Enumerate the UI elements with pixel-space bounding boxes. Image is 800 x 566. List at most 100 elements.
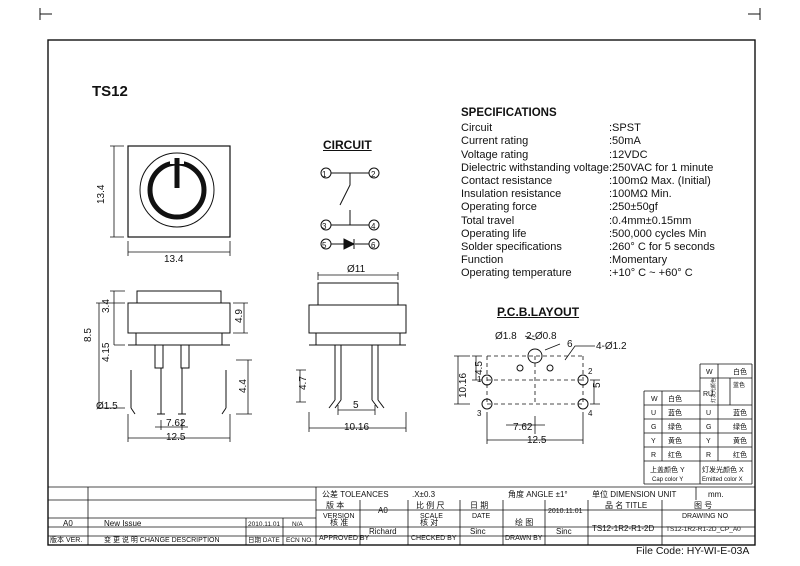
circuit-led xyxy=(343,238,356,250)
svg-text:Sinc: Sinc xyxy=(470,527,486,536)
svg-text:ECN NO.: ECN NO. xyxy=(286,537,313,544)
dim-front-1016: 10.16 xyxy=(344,422,369,433)
top-view-body xyxy=(127,145,231,238)
spec-key: Operating force xyxy=(461,201,537,214)
dim-pcb-208: 2-Ø0.8 xyxy=(526,331,557,342)
svg-text:mm.: mm. xyxy=(708,490,724,499)
svg-text:.X±0.3: .X±0.3 xyxy=(412,490,436,499)
svg-text:2010.11.01: 2010.11.01 xyxy=(548,508,583,515)
svg-text:蓝色: 蓝色 xyxy=(668,408,682,417)
svg-text:核 对: 核 对 xyxy=(420,517,438,527)
specifications-heading: SPECIFICATIONS xyxy=(461,107,557,119)
side-cap xyxy=(136,290,222,304)
svg-text:R: R xyxy=(651,452,656,459)
spec-key: Circuit xyxy=(461,122,493,135)
spec-key: Current rating xyxy=(461,135,529,148)
svg-text:R: R xyxy=(706,452,711,459)
svg-text:Sinc: Sinc xyxy=(556,527,572,536)
front-body xyxy=(308,304,407,334)
spec-value: :Momentary xyxy=(609,254,668,267)
side-body xyxy=(127,302,231,334)
svg-text:版 本: 版 本 xyxy=(326,500,344,510)
svg-text:日期 DATE: 日期 DATE xyxy=(248,536,280,544)
svg-text:2: 2 xyxy=(371,170,376,179)
svg-text:3: 3 xyxy=(322,222,327,231)
svg-text:TS12-1R2-R1-2D_CP_A0: TS12-1R2-R1-2D_CP_A0 xyxy=(666,526,741,533)
spec-value: :50mA xyxy=(609,135,641,148)
svg-text:TS12-1R2-R1-2D: TS12-1R2-R1-2D xyxy=(592,524,654,533)
spec-value: :250±50gf xyxy=(609,201,658,214)
dim-pcb-762: 7.62 xyxy=(513,422,533,433)
svg-text:核 准: 核 准 xyxy=(330,517,348,527)
spec-value: :500,000 cycles Min xyxy=(609,227,707,240)
svg-text:图 号: 图 号 xyxy=(694,501,712,510)
spec-key: Function xyxy=(461,254,504,267)
spec-row: Contact resistance :100mΩ Max. (Initial) xyxy=(461,175,715,188)
svg-text:APPROVED BY: APPROVED BY xyxy=(319,535,370,542)
dim-front-5: 5 xyxy=(353,400,359,411)
svg-text:5: 5 xyxy=(322,241,327,250)
svg-text:比 例 尺: 比 例 尺 xyxy=(416,500,444,510)
svg-text:4: 4 xyxy=(371,222,376,231)
pcb-grid xyxy=(486,355,584,405)
svg-text:RU: RU xyxy=(703,391,713,398)
spec-value: :0.4mm±0.15mm xyxy=(609,214,692,227)
svg-text:2010.11.01: 2010.11.01 xyxy=(248,521,280,528)
svg-text:4: 4 xyxy=(588,409,593,418)
front-dims xyxy=(296,272,407,432)
svg-text:VERSION: VERSION xyxy=(323,513,355,520)
svg-text:DRAWN BY: DRAWN BY xyxy=(505,535,543,542)
svg-text:公差 TOLEANCES: 公差 TOLEANCES xyxy=(322,489,389,499)
pcb-center-hole xyxy=(527,348,543,364)
svg-text:U: U xyxy=(706,410,711,417)
spec-row: Circuit:SPST xyxy=(461,122,715,135)
dim-pcb-1016: 10.16 xyxy=(458,373,469,398)
spec-row: Function :Momentary xyxy=(461,254,715,267)
svg-text:1: 1 xyxy=(477,375,482,384)
svg-text:CHECKED BY: CHECKED BY xyxy=(411,535,457,542)
dim-pcb-45: 4.5 xyxy=(474,361,485,375)
svg-text:红色: 红色 xyxy=(733,450,747,459)
spec-key: Contact resistance xyxy=(461,175,553,188)
top-view-dims xyxy=(110,145,231,256)
svg-text:A0: A0 xyxy=(378,506,388,515)
svg-text:W: W xyxy=(651,396,658,403)
svg-text:黄色: 黄色 xyxy=(668,436,682,445)
spec-row: Dielectric withstanding voltage:250VAC f… xyxy=(461,162,715,175)
svg-text:变 更 说 明 CHANGE DESCRIPTION: 变 更 说 明 CHANGE DESCRIPTION xyxy=(104,535,220,544)
svg-text:2: 2 xyxy=(588,367,593,376)
svg-text:绘 图: 绘 图 xyxy=(515,517,533,527)
spec-value: :100mΩ Max. (Initial) xyxy=(609,175,711,188)
dim-pcb-5: 5 xyxy=(592,382,603,388)
svg-text:N/A: N/A xyxy=(292,521,304,528)
svg-text:黄色: 黄色 xyxy=(733,436,747,445)
svg-text:Richard: Richard xyxy=(369,527,397,536)
dim-side-44: 4.4 xyxy=(238,379,249,393)
spec-row: Voltage rating:12VDC xyxy=(461,149,715,162)
spec-row: Solder specifications:260° C for 5 secon… xyxy=(461,241,715,254)
spec-key: Operating life xyxy=(461,227,527,240)
svg-text:DATE: DATE xyxy=(472,513,490,520)
spec-row: Total travel:0.4mm±0.15mm xyxy=(461,215,715,228)
corner-marks xyxy=(39,8,761,20)
dim-side-415: 4.15 xyxy=(101,342,112,362)
svg-text:蓝色: 蓝色 xyxy=(733,381,745,389)
spec-key: Operating temperature xyxy=(461,267,572,280)
svg-text:1: 1 xyxy=(322,170,327,179)
svg-text:New Issue: New Issue xyxy=(104,519,142,528)
svg-text:6: 6 xyxy=(371,241,376,250)
spec-row: Current rating :50mA xyxy=(461,135,715,148)
svg-text:Cap color Y: Cap color Y xyxy=(652,477,683,483)
spec-value: :260° C for 5 seconds xyxy=(609,241,715,254)
side-pins-upper xyxy=(154,345,190,369)
color-table-left xyxy=(643,364,701,485)
dim-side-34: 3.4 xyxy=(101,299,112,313)
circuit-heading: CIRCUIT xyxy=(323,138,372,152)
spec-key: Dielectric withstanding voltage xyxy=(461,161,609,174)
svg-text:3: 3 xyxy=(477,409,482,418)
svg-text:灯发光颜色 X: 灯发光颜色 X xyxy=(702,465,744,474)
dim-side-125: 12.5 xyxy=(166,432,186,443)
circuit-lines xyxy=(331,172,369,245)
